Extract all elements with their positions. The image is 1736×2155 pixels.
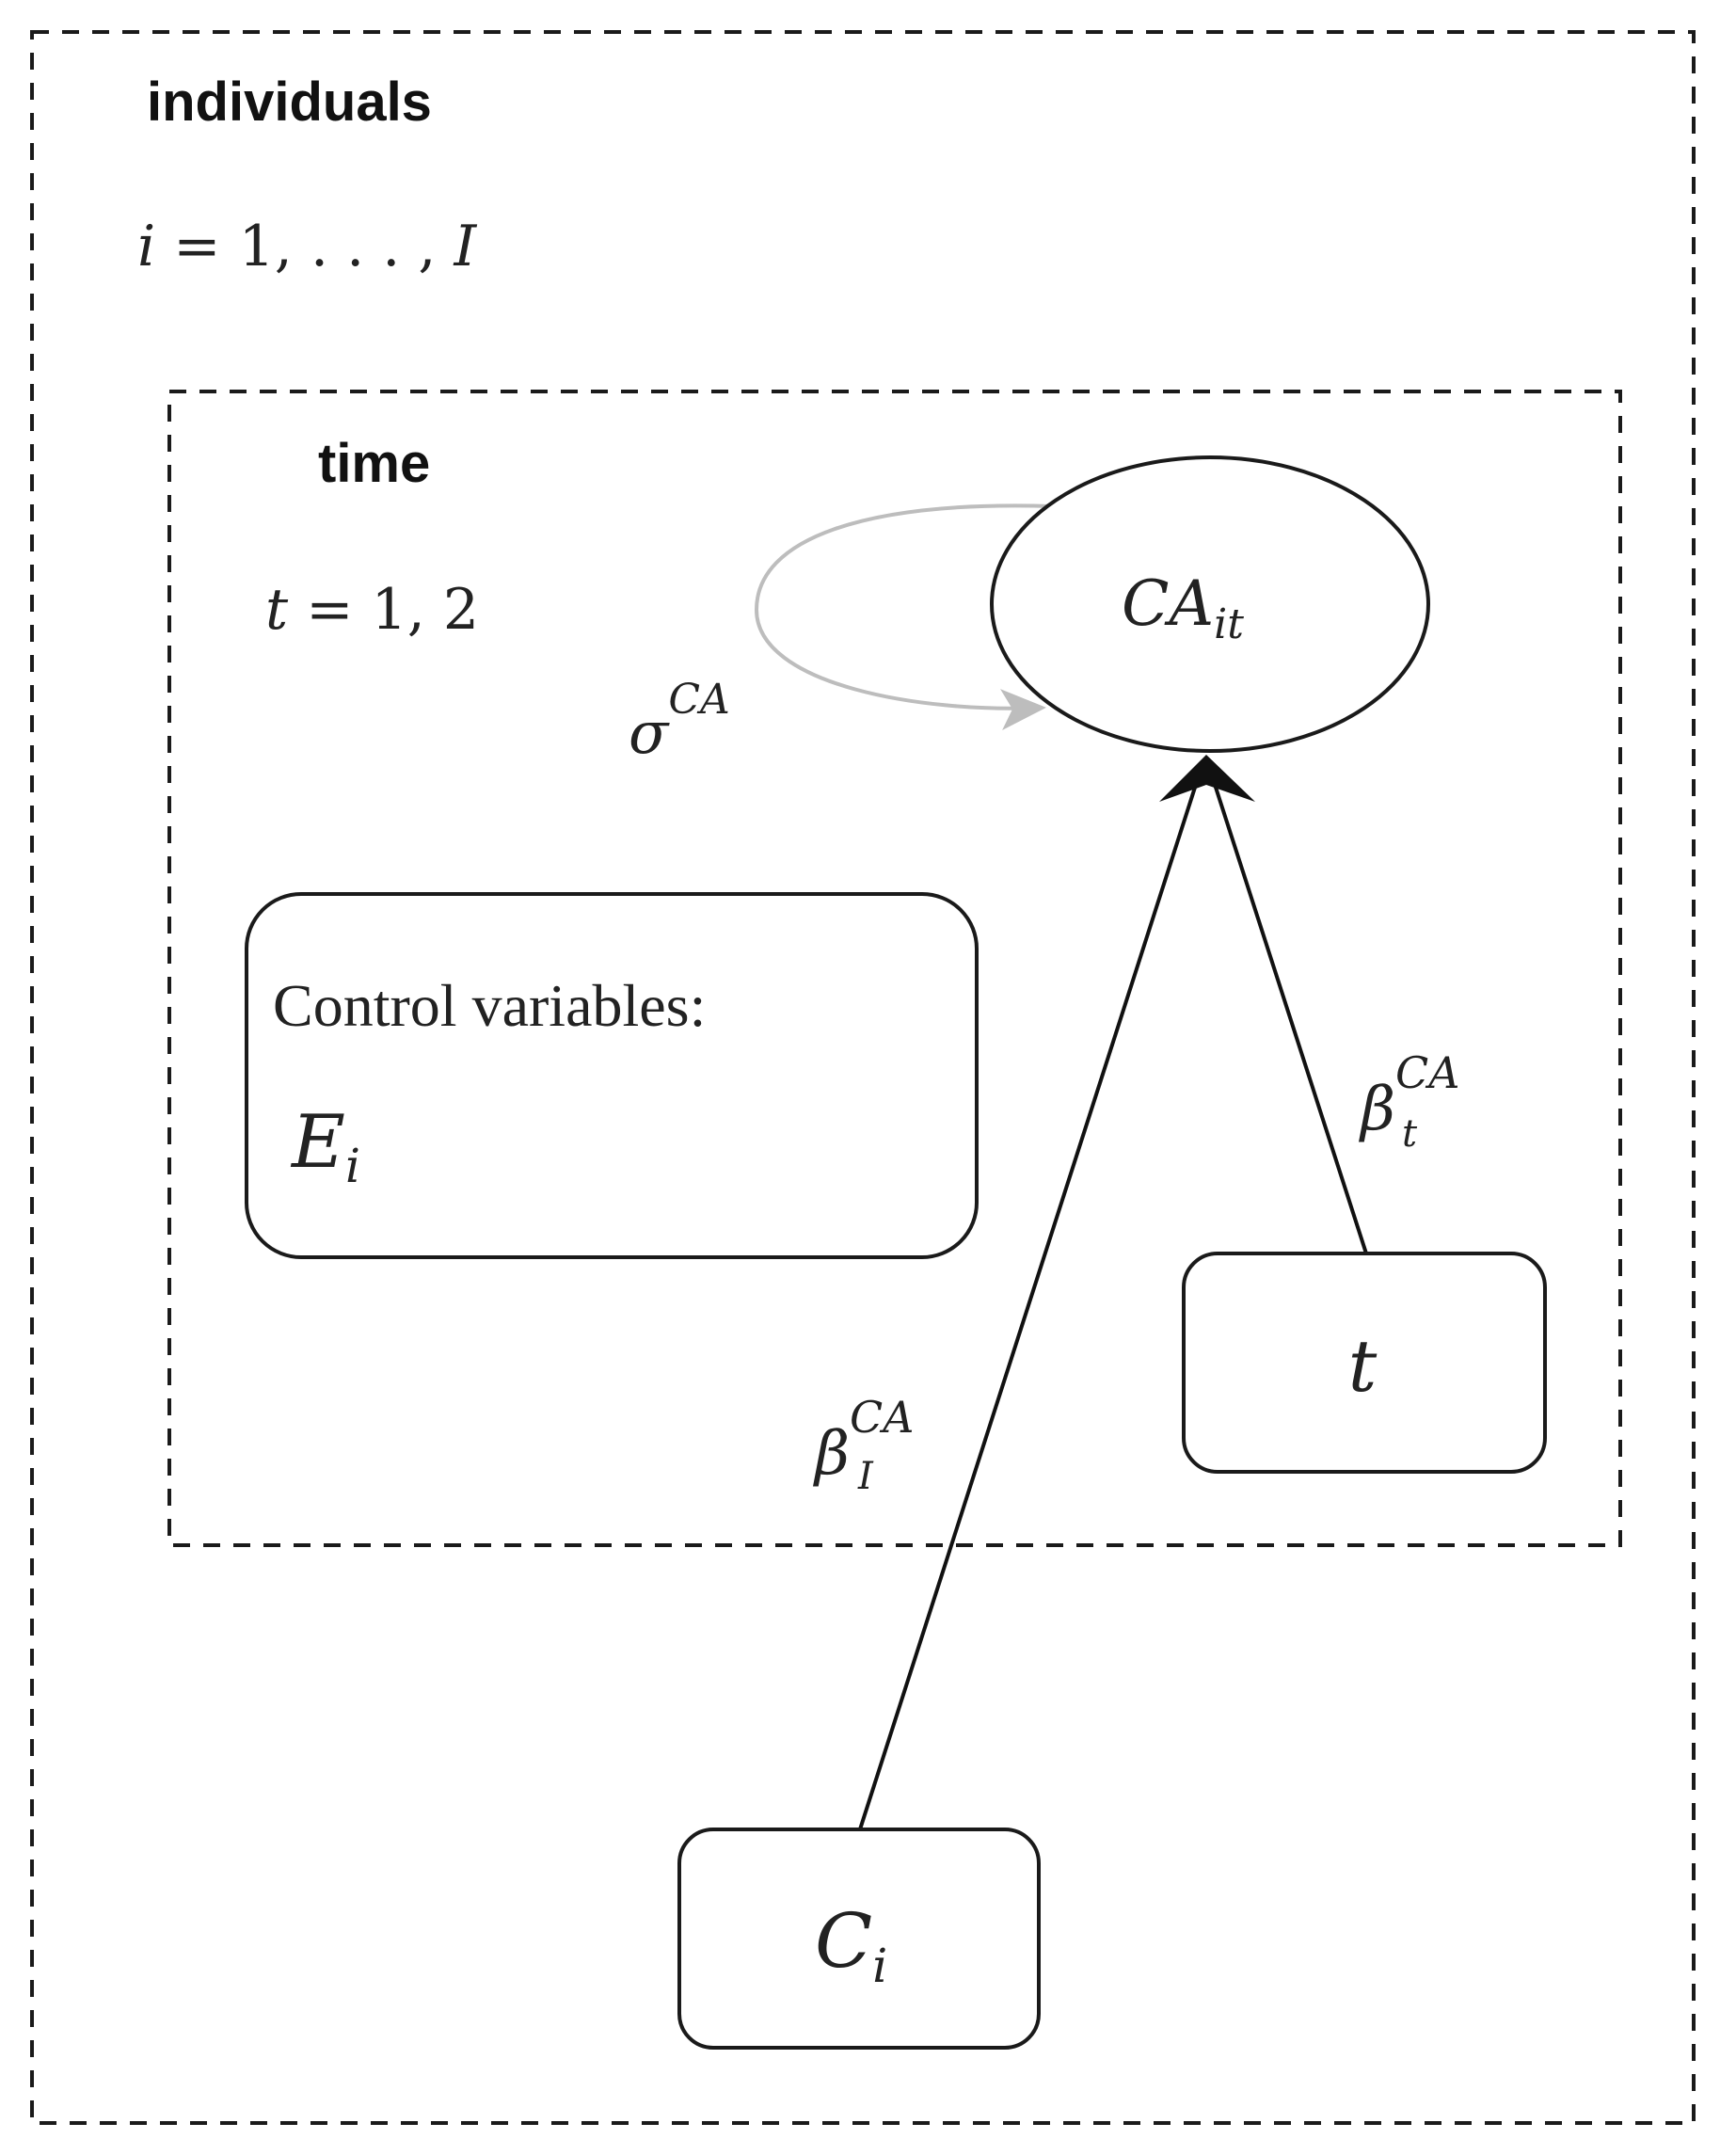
- node-c-i: [677, 1828, 1041, 2050]
- outer-plate-individuals: [30, 30, 1696, 2125]
- node-ca-label: CAit: [1122, 567, 1244, 648]
- self-loop-label: σCA: [629, 676, 730, 767]
- node-t: [1182, 1252, 1547, 1474]
- self-loop-arrow: [754, 503, 1053, 731]
- node-t-label: t: [1348, 1324, 1378, 1408]
- edge-t-sub: t: [1402, 1112, 1418, 1156]
- outer-plate-title: individuals: [147, 72, 432, 133]
- control-variables-heading: Control variables:: [273, 972, 706, 1039]
- edge-t-label: βCA: [1359, 1047, 1459, 1144]
- outer-plate-index: i = 1, . . . , I: [137, 214, 478, 279]
- edge-c-label: βCA: [813, 1392, 914, 1489]
- inner-plate-time: [167, 390, 1622, 1547]
- inner-plate-title: time: [318, 433, 430, 494]
- control-variables-box: [245, 892, 979, 1259]
- arrowhead-ca: [1159, 755, 1255, 802]
- node-ca-it: [990, 455, 1430, 753]
- edge-c-sub: I: [857, 1455, 874, 1498]
- control-variables-var: Ei: [290, 1100, 360, 1193]
- node-c-label: Ci: [815, 1897, 887, 1993]
- edge-c-to-ca: [858, 768, 1203, 1830]
- edge-t-to-ca: [1207, 768, 1368, 1254]
- inner-plate-index: t = 1, 2: [265, 577, 479, 643]
